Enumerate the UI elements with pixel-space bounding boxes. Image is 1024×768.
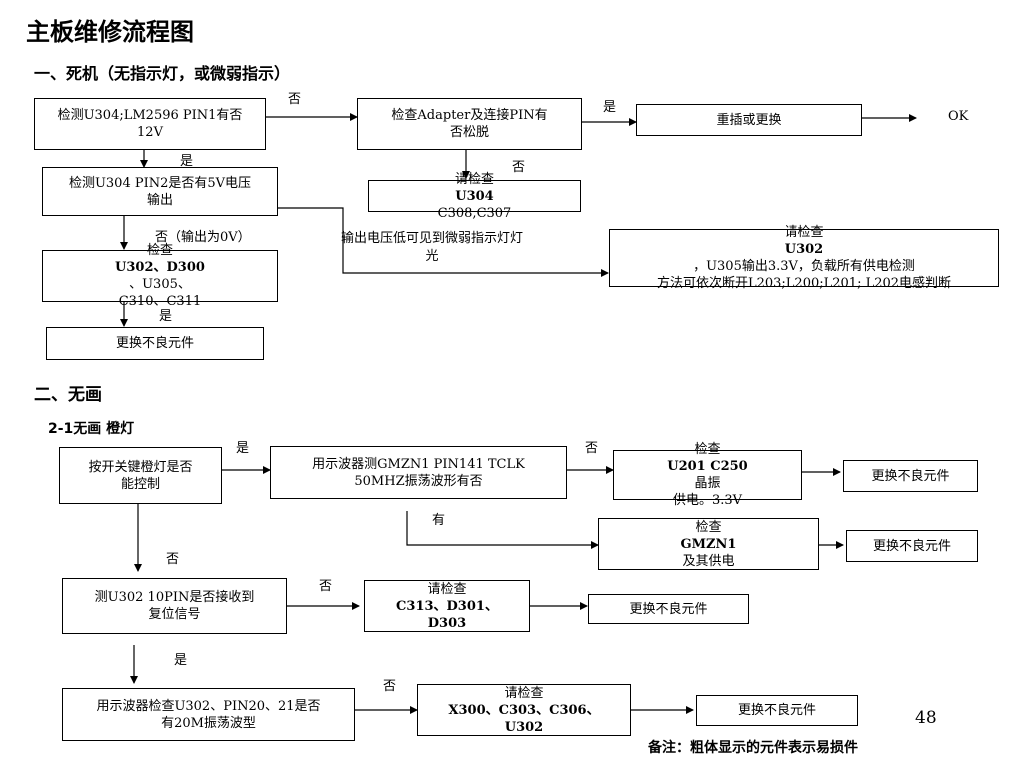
label-no-c2: 否	[585, 441, 599, 456]
arrow-c2-c5	[406, 511, 599, 549]
page-title: 主板维修流程图	[26, 18, 194, 46]
footnote: 备注：粗体显示的元件表示易损件	[648, 740, 858, 756]
box-replace-bad-part-4: 更换不良元件	[588, 594, 749, 624]
label-yes-c1: 是	[236, 441, 250, 456]
label-no-c1: 否	[166, 552, 180, 567]
box-scope-u302-pin20-21: 用示波器检查U302、PIN20、21是否有20M振荡波型	[62, 688, 355, 741]
box-check-adapter: 检查Adapter及连接PIN有否松脱	[357, 98, 582, 150]
box-check-u302-reset: 测U302 10PIN是否接收到复位信号	[62, 578, 287, 634]
label-has-c2: 有	[432, 513, 446, 528]
box-replace-bad-part-2: 更换不良元件	[843, 460, 978, 492]
arrow-b4-b8	[278, 207, 609, 277]
box-check-u304-pin2: 检测U304 PIN2是否有5V电压输出	[42, 167, 278, 216]
label-no-b1: 否	[288, 92, 302, 107]
label-yes-c7: 是	[174, 653, 188, 668]
box-replace-bad-part-3: 更换不良元件	[846, 530, 978, 562]
label-no-output-0v: 否（输出为0V）	[155, 230, 251, 245]
label-low-voltage: 输出电压低可见到微弱指示灯灯 光	[341, 231, 524, 264]
box-replace-bad-part-1: 更换不良元件	[46, 327, 264, 360]
box-power-key-orange: 按开关键橙灯是否能控制	[59, 447, 222, 504]
page-number: 48	[915, 708, 937, 728]
section-2-1-subheading: 2-1无画 橙灯	[48, 421, 135, 437]
label-no-c7: 否	[319, 579, 333, 594]
box-replug-or-replace: 重插或更换	[636, 104, 862, 136]
label-no-b2: 否	[512, 160, 526, 175]
label-ok: OK	[948, 109, 969, 124]
section-2-heading: 二、无画	[34, 385, 102, 405]
label-yes-b2: 是	[603, 100, 617, 115]
section-1-heading: 一、死机（无指示灯，或微弱指示）	[34, 64, 291, 83]
label-no-c10: 否	[383, 679, 397, 694]
label-yes-b6: 是	[159, 309, 173, 324]
box-replace-bad-part-5: 更换不良元件	[696, 695, 858, 726]
label-yes-b1: 是	[180, 154, 194, 169]
